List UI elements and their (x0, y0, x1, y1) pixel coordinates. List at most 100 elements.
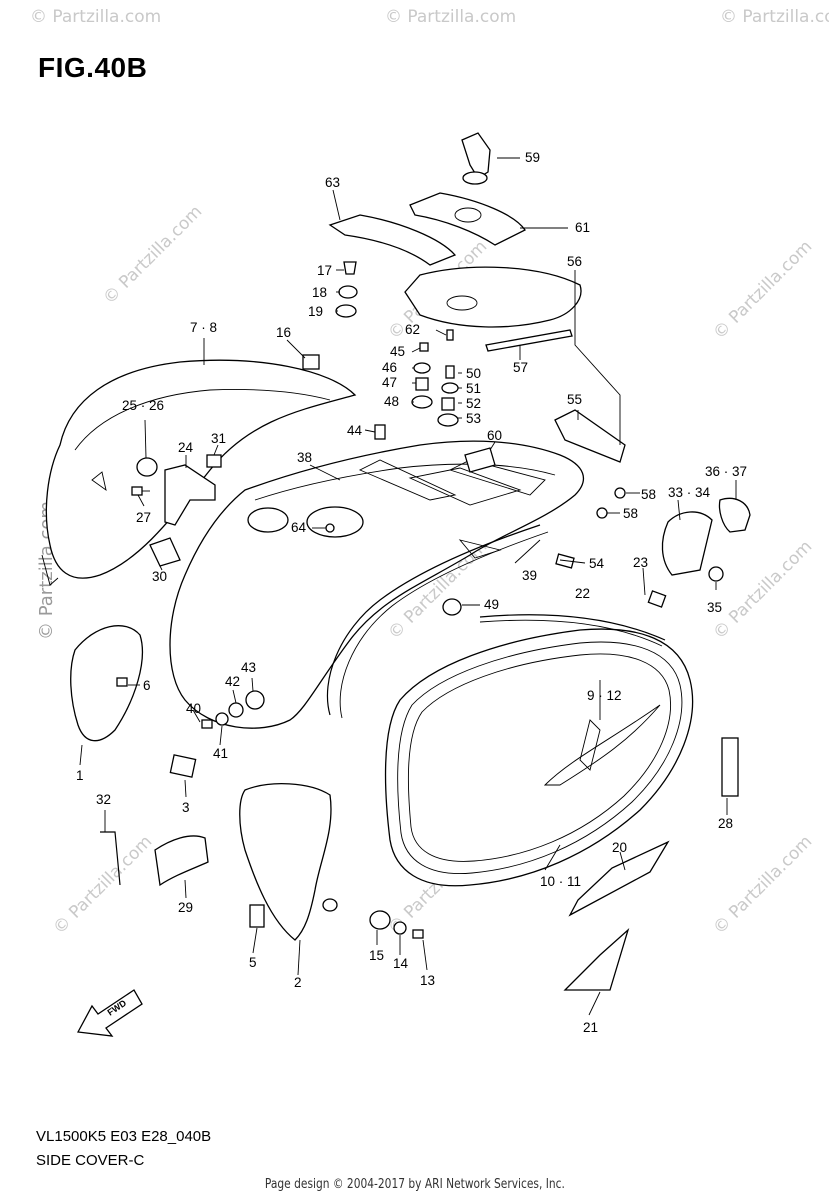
part-3 (169, 754, 197, 778)
callout-9-12: 9 · 12 (587, 688, 622, 703)
callout-42: 42 (225, 674, 240, 689)
callout-49: 49 (484, 597, 499, 612)
callout-63: 63 (325, 175, 340, 190)
callout-38: 38 (297, 450, 312, 465)
callout-53: 53 (466, 411, 481, 426)
callout-41: 41 (213, 746, 228, 761)
svg-text:© Partzilla.com: © Partzilla.com (49, 832, 156, 939)
callout-28: 28 (718, 816, 733, 831)
callout-64: 64 (291, 520, 307, 535)
part-lower-cover-hole (322, 898, 338, 912)
model-code: VL1500K5 E03 E28_040B (36, 1128, 212, 1145)
callout-45: 45 (390, 344, 405, 359)
callout-17: 17 (317, 263, 332, 278)
svg-text:© Partzilla.com: © Partzilla.com (99, 202, 206, 309)
callout-32: 32 (96, 792, 111, 807)
callout-21: 21 (583, 1020, 598, 1035)
part-56 (404, 266, 582, 328)
callout-58-a: 58 (641, 487, 656, 502)
callout-36-37: 36 · 37 (705, 464, 747, 479)
callout-7-8: 7 · 8 (190, 320, 217, 335)
part-strip-22-inner (479, 619, 663, 647)
callout-54: 54 (589, 556, 605, 571)
callout-18: 18 (312, 285, 327, 300)
callout-5: 5 (249, 955, 257, 970)
callout-29: 29 (178, 900, 193, 915)
part-59 (461, 132, 491, 179)
callout-30: 30 (152, 569, 167, 584)
callout-15: 15 (369, 948, 384, 963)
callout-19: 19 (308, 304, 323, 319)
callout-40: 40 (186, 701, 201, 716)
callout-55: 55 (567, 392, 582, 407)
callout-1: 1 (76, 768, 84, 783)
callout-20: 20 (612, 840, 627, 855)
callout-61: 61 (575, 220, 590, 235)
callout-25-26: 25 · 26 (122, 398, 164, 413)
svg-text:© Partzilla.com: © Partzilla.com (385, 7, 516, 27)
callout-52: 52 (466, 396, 481, 411)
part-57 (485, 329, 573, 352)
part-59-base (462, 171, 488, 185)
callout-46: 46 (382, 360, 397, 375)
callout-24: 24 (178, 440, 194, 455)
svg-text:© Partzilla.com: © Partzilla.com (720, 7, 829, 27)
svg-text:© Partzilla.com: © Partzilla.com (709, 832, 816, 939)
callout-44: 44 (347, 423, 363, 438)
copyright-credit: Page design © 2004-2017 by ARI Network S… (264, 1177, 565, 1192)
callout-39: 39 (522, 568, 537, 583)
callout-10-11: 10 · 11 (540, 874, 581, 889)
part-56-hole (446, 295, 478, 311)
callout-22: 22 (575, 586, 590, 601)
callout-27: 27 (136, 510, 151, 525)
part-seat-cover (41, 359, 357, 586)
callout-31: 31 (211, 431, 226, 446)
callout-3: 3 (182, 800, 190, 815)
callout-62: 62 (405, 322, 420, 337)
part-30 (149, 537, 181, 567)
callout-56: 56 (567, 254, 582, 269)
part-29 (154, 835, 209, 887)
callout-14: 14 (393, 956, 409, 971)
part-trim-39-inner (339, 531, 549, 719)
callout-60: 60 (487, 428, 502, 443)
part-trim-39 (326, 524, 541, 716)
part-61 (409, 192, 526, 246)
fwd-arrow-icon: FWD (76, 989, 143, 1037)
part-33-34 (661, 511, 713, 576)
callout-16: 16 (276, 325, 291, 340)
part-55 (554, 409, 626, 463)
callout-47: 47 (382, 375, 397, 390)
part-side-cover-body (169, 440, 585, 729)
callout-6: 6 (143, 678, 151, 693)
part-1 (70, 625, 144, 742)
callout-numbers: 59 63 61 56 57 7 · 8 16 17 18 19 62 45 4… (76, 150, 747, 1035)
leader-lines (79, 157, 737, 1016)
callout-50: 50 (466, 366, 481, 381)
section-name: SIDE COVER-C (36, 1152, 145, 1169)
part-20 (568, 840, 670, 917)
part-63 (328, 214, 457, 266)
part-tank-panel (384, 628, 694, 887)
figure-title: FIG.40B (38, 52, 148, 83)
part-61-hole (454, 207, 482, 223)
callout-2: 2 (294, 975, 302, 990)
callout-59: 59 (525, 150, 540, 165)
callout-23: 23 (633, 555, 648, 570)
callout-33-34: 33 · 34 (668, 485, 711, 500)
callout-58-b: 58 (623, 506, 638, 521)
callout-13: 13 (420, 973, 435, 988)
callout-51: 51 (466, 381, 481, 396)
callout-48: 48 (384, 394, 399, 409)
part-28 (721, 737, 739, 797)
part-lower-cover (239, 783, 332, 941)
part-24 (164, 464, 216, 526)
callout-35: 35 (707, 600, 722, 615)
svg-text:© Partzilla.com: © Partzilla.com (709, 537, 816, 644)
part-36-37 (718, 497, 751, 533)
part-strip-22 (479, 614, 666, 641)
svg-text:© Partzilla.com: © Partzilla.com (709, 237, 816, 344)
callout-43: 43 (241, 660, 256, 675)
part-21 (563, 927, 630, 991)
